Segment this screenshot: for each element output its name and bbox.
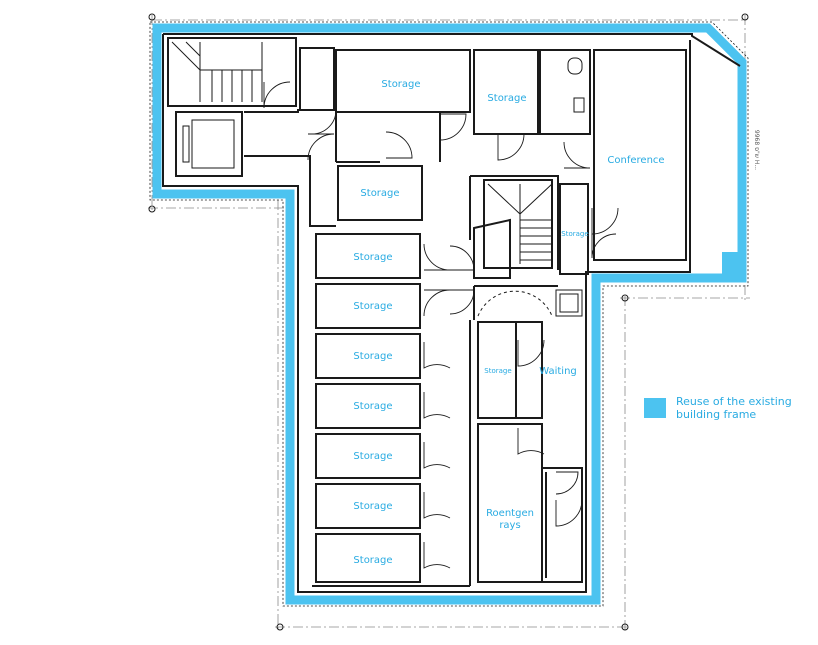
door-swing-dashed [477, 290, 553, 317]
room-labels: Storage Storage Conference Storage Stora… [353, 79, 664, 566]
door-swing [591, 207, 619, 235]
label-storage-mid: Storage [360, 188, 399, 199]
stair-top-left [167, 37, 297, 107]
door-swing [449, 289, 475, 315]
label-storage-row: Storage [353, 351, 392, 362]
label-roentgen-line1: Roentgen [486, 508, 534, 519]
door-swing [591, 233, 617, 259]
grid-marker [148, 205, 156, 213]
room-storage-waiting-side [477, 321, 517, 419]
door-swing [423, 342, 451, 369]
label-storage-row: Storage [353, 252, 392, 263]
label-storage-row: Storage [353, 555, 392, 566]
label-storage-row: Storage [353, 401, 392, 412]
label-conference: Conference [607, 155, 664, 166]
room-storage-row [315, 283, 421, 329]
grid-marker [741, 13, 749, 21]
room-storage-mid [337, 165, 423, 221]
stair-center [483, 179, 553, 269]
walls [162, 33, 741, 593]
stair-center-treads [487, 183, 553, 264]
door-swing [423, 492, 451, 519]
label-waiting: Waiting [539, 366, 577, 377]
label-storage-top-right: Storage [487, 93, 526, 104]
room-conference [593, 49, 687, 261]
door-swing [423, 289, 451, 317]
door-swing [517, 339, 545, 367]
doors [263, 81, 619, 569]
door-swing [423, 392, 451, 419]
label-storage-row: Storage [353, 501, 392, 512]
door-swing [423, 442, 451, 469]
door-swing [555, 471, 579, 495]
label-roentgen-line2: rays [499, 520, 520, 531]
grid-marker [148, 13, 156, 21]
legend: Reuse of the existing building frame [644, 395, 792, 421]
room-roentgen [477, 423, 543, 583]
door-swing [263, 81, 291, 109]
door-swing [311, 109, 337, 135]
label-storage-waiting-side: Storage [484, 367, 511, 375]
label-storage-row: Storage [353, 451, 392, 462]
legend-swatch [644, 398, 666, 418]
grid-marker [276, 623, 284, 631]
door-swing [439, 113, 467, 141]
door-swing [385, 131, 413, 159]
door-swing [497, 133, 525, 161]
stair-treads [171, 41, 263, 102]
room-storage-row [315, 533, 421, 583]
legend-line1: Reuse of the existing [676, 395, 792, 408]
door-swing [517, 428, 545, 455]
legend-line2: building frame [676, 408, 756, 421]
door-swing [423, 243, 451, 271]
label-storage-row: Storage [353, 301, 392, 312]
grid-marker [621, 294, 629, 302]
existing-building-frame [149, 21, 749, 607]
elevator-car [191, 119, 235, 169]
label-storage-top: Storage [381, 79, 420, 90]
door-swing [563, 141, 591, 169]
room-storage-row [315, 233, 421, 279]
door-swing [307, 133, 335, 161]
room-storage-row [315, 333, 421, 379]
room-storage-row [315, 483, 421, 529]
room-storage-small-right [559, 183, 589, 275]
label-storage-small-right: Storage [561, 230, 588, 238]
door-swing [423, 542, 451, 569]
door-swing [555, 499, 583, 527]
room-storage-row [315, 383, 421, 429]
door-swing [449, 245, 475, 271]
shaft [299, 47, 335, 111]
room-wc [539, 49, 591, 135]
grid-marker [621, 623, 629, 631]
elevator [175, 111, 243, 177]
room-storage-top-right [473, 49, 539, 135]
room-storage-row [315, 433, 421, 479]
dimension-label: 9968 ש"ס H... [753, 130, 760, 170]
